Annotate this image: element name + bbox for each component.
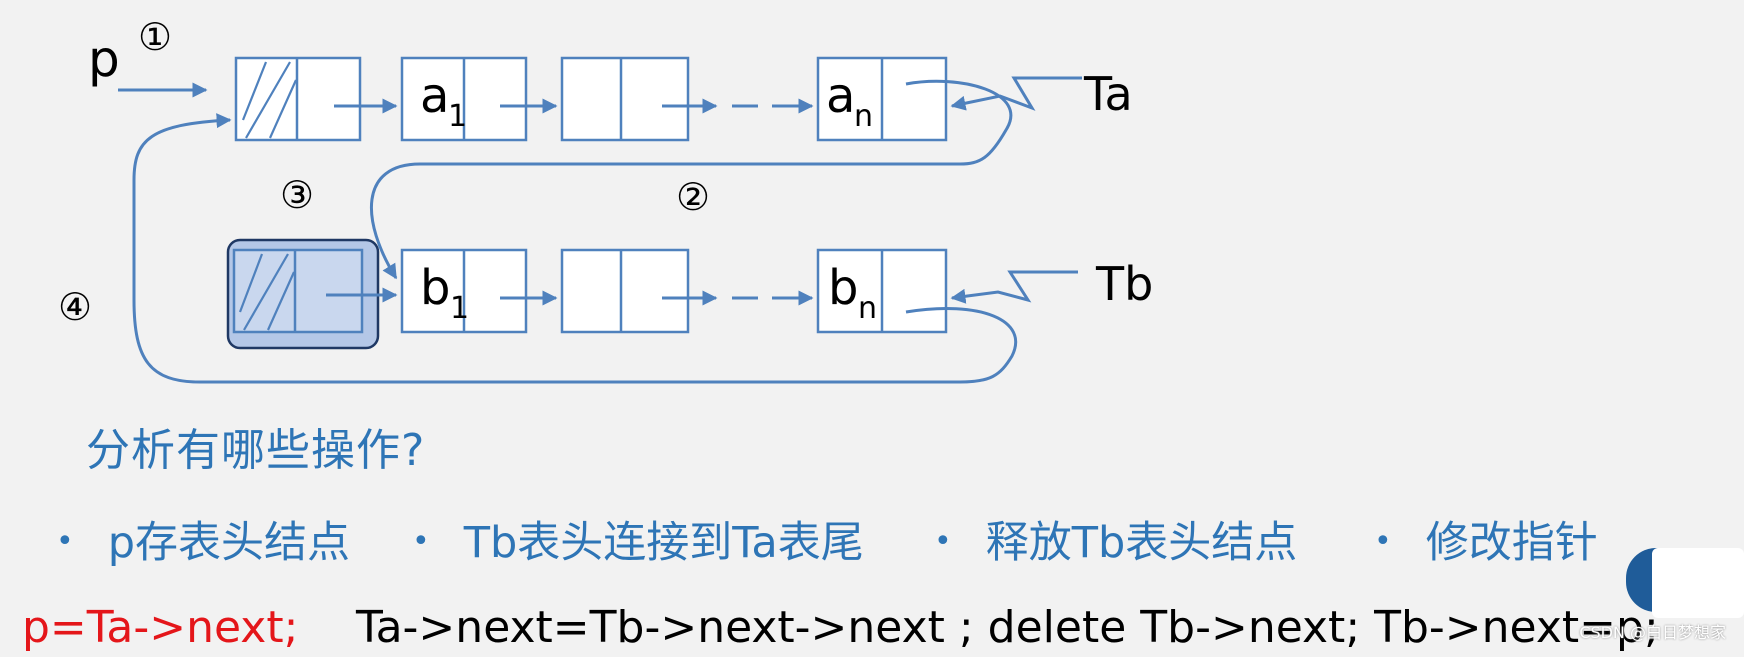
- analysis-question: 分析有哪些操作?: [86, 425, 426, 476]
- node-label-a1: a 1: [420, 68, 467, 134]
- svg-text:1: 1: [448, 99, 467, 134]
- node-b1: [400, 248, 528, 334]
- bullet-dot: •: [412, 524, 430, 559]
- svg-text:a: a: [420, 68, 449, 124]
- operation-bullets: • p存表头结点 • Tb表头连接到Ta表尾 • 释放Tb表头结点 • 修改指针: [0, 508, 1744, 578]
- step-3-marker: ③: [280, 173, 314, 217]
- node-label-b1: b 1: [420, 260, 469, 326]
- node-label-an: a n: [826, 68, 873, 134]
- bullet-modify-pointer: • 修改指针: [1374, 508, 1598, 570]
- node-a-middle: [560, 56, 690, 142]
- svg-text:b: b: [420, 260, 450, 316]
- step-2-marker: ②: [676, 175, 710, 219]
- bullet-save-head: • p存表头结点: [56, 508, 350, 570]
- bullet-text: p存表头结点: [107, 518, 350, 568]
- corner-panel: [1652, 548, 1744, 618]
- bullet-text: 修改指针: [1425, 518, 1598, 568]
- svg-text:n: n: [854, 99, 873, 134]
- watermark: CSDN @白日梦想家: [1579, 623, 1726, 642]
- link-bn-to-head: [132, 113, 1018, 384]
- tb-head-node-highlighted: [226, 238, 380, 350]
- tb-pointer: [950, 270, 1078, 304]
- code-save-head: p=Ta->next;: [22, 602, 299, 653]
- label-p: p: [88, 30, 120, 88]
- ta-head-node: [234, 56, 362, 142]
- node-label-bn: b n: [828, 260, 877, 326]
- step-4-marker: ④: [58, 285, 92, 329]
- code-merge-steps: Ta->next=Tb->next->next ; delete Tb->nex…: [356, 602, 1659, 653]
- bullet-connect: • Tb表头连接到Ta表尾: [412, 508, 864, 570]
- step-1-marker: ①: [138, 15, 172, 59]
- node-bn: [816, 248, 948, 334]
- bullet-text: Tb表头连接到Ta表尾: [463, 518, 864, 568]
- node-a1: [400, 56, 528, 142]
- bullet-dot: •: [1374, 524, 1392, 559]
- label-tb: Tb: [1095, 257, 1153, 311]
- node-b-middle: [560, 248, 690, 334]
- svg-text:n: n: [858, 291, 877, 326]
- bullet-dot: •: [56, 524, 74, 559]
- svg-text:b: b: [828, 260, 858, 316]
- node-an: [816, 56, 948, 142]
- ta-pointer: [950, 76, 1082, 111]
- link-an-to-b1: [369, 79, 1013, 280]
- svg-text:1: 1: [450, 291, 469, 326]
- bullet-free-head: • 释放Tb表头结点: [934, 508, 1297, 570]
- label-ta: Ta: [1083, 67, 1133, 121]
- bullet-text: 释放Tb表头结点: [985, 518, 1298, 568]
- svg-text:a: a: [826, 68, 855, 124]
- bullet-dot: •: [934, 524, 952, 559]
